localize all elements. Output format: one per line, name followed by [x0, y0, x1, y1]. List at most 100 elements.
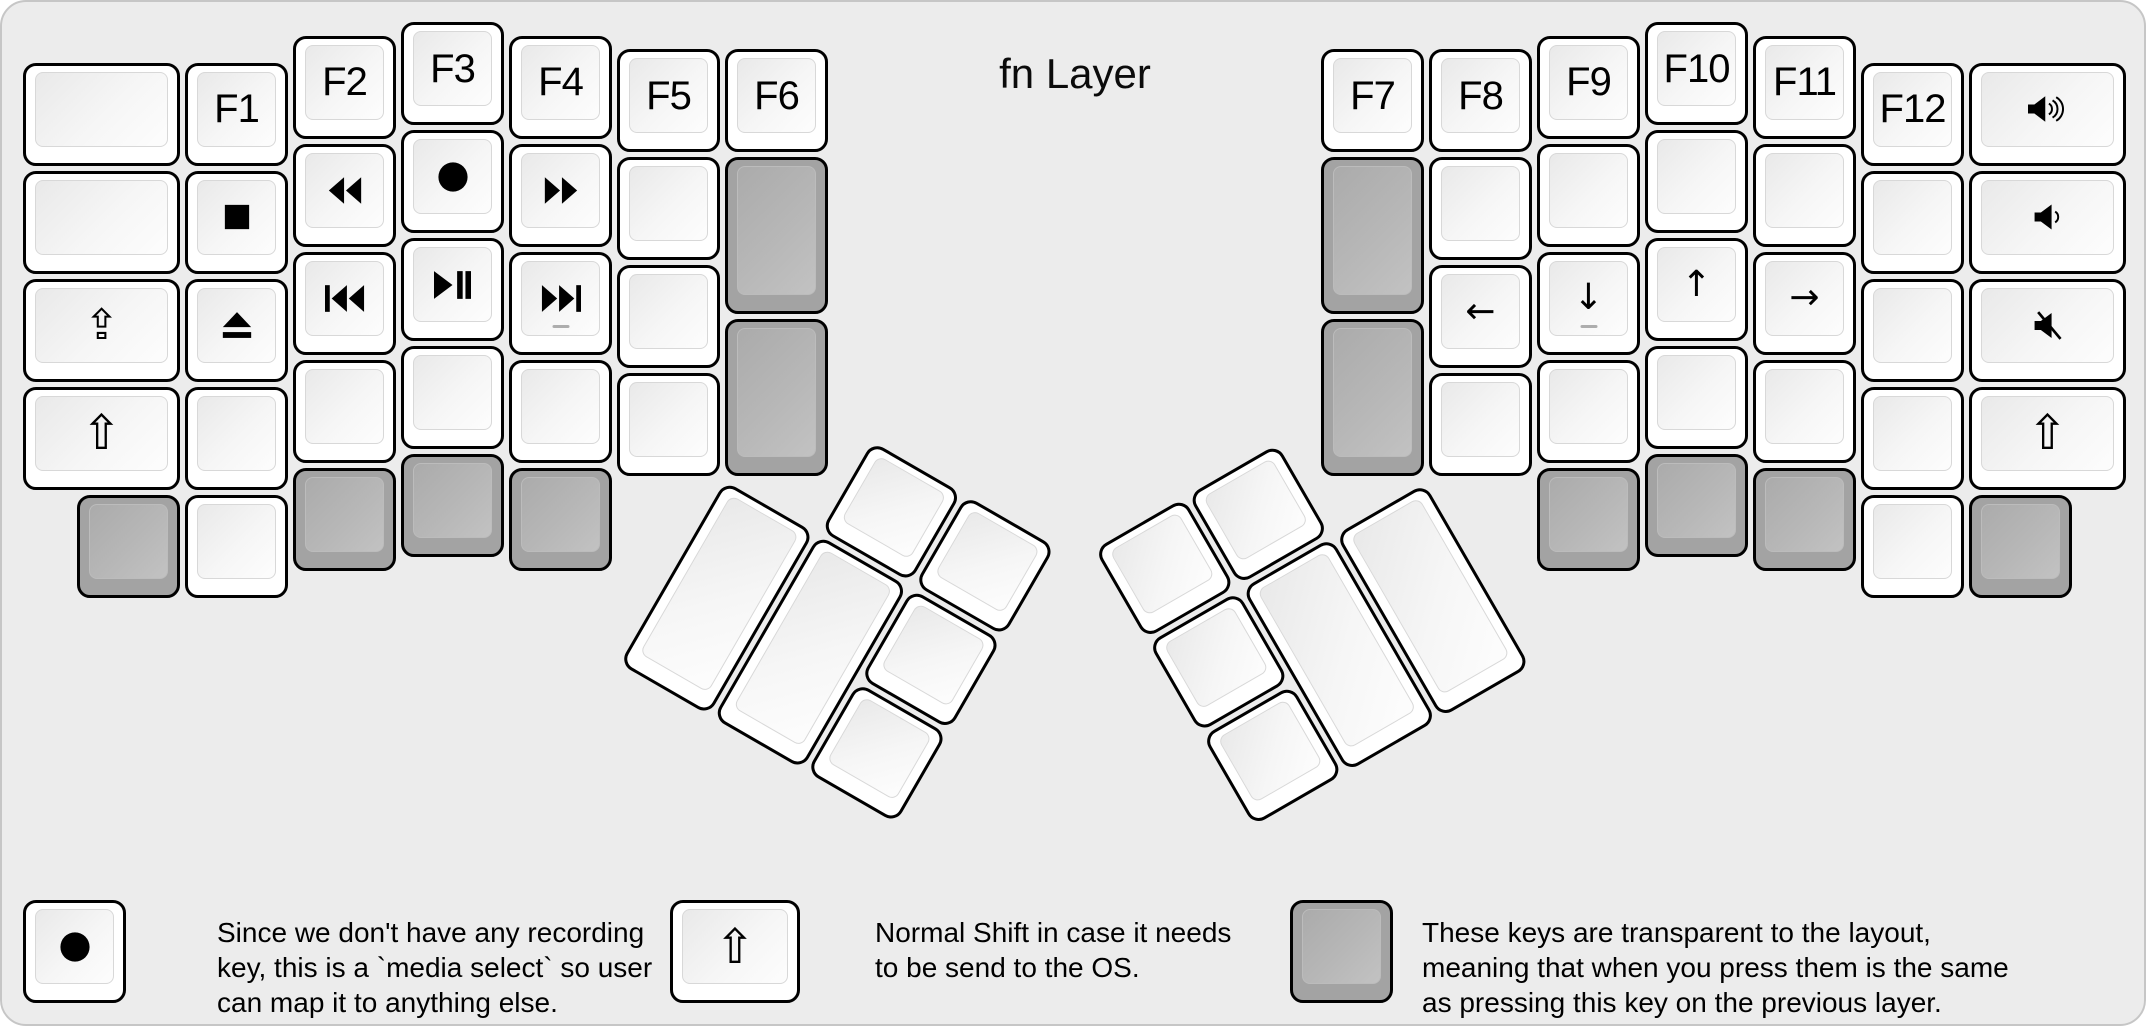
key-transparent[interactable] [1645, 454, 1748, 557]
key-blank[interactable] [1537, 359, 1640, 463]
key-record-example[interactable] [23, 900, 126, 1003]
key-transparent[interactable] [725, 157, 828, 314]
keycap-surface [840, 455, 947, 560]
keycap-surface: F11 [1765, 44, 1844, 120]
keycap-surface [413, 463, 492, 538]
key-stop[interactable] [185, 170, 288, 274]
key-label-arrow-up: ↑ [1681, 263, 1712, 305]
key-f6[interactable]: F6 [725, 49, 828, 152]
key-label-caps-lock: ⇪ [83, 300, 120, 349]
key-f1[interactable]: F1 [185, 62, 288, 166]
keycap-surface [826, 696, 933, 801]
keycap-surface [305, 476, 384, 552]
key-transparent[interactable] [1321, 319, 1424, 476]
key-blank[interactable] [185, 494, 288, 598]
keycap-surface: F8 [1441, 58, 1520, 133]
key-f10[interactable]: F10 [1645, 22, 1748, 125]
key-blank[interactable] [1753, 359, 1856, 463]
key-eject[interactable] [185, 278, 288, 382]
key-f3[interactable]: F3 [401, 22, 504, 125]
key-label-f8: F8 [1458, 73, 1504, 118]
key-blank[interactable] [1861, 494, 1964, 598]
key-blank[interactable] [1429, 373, 1532, 476]
key-blank[interactable] [401, 346, 504, 449]
key-volume-down[interactable] [1969, 170, 2126, 274]
key-blank[interactable] [293, 359, 396, 463]
key-shift[interactable]: ⇧ [23, 386, 180, 490]
key-blank[interactable] [1537, 143, 1640, 247]
key-label-f2: F2 [322, 60, 368, 104]
keycap-surface [1302, 909, 1381, 984]
keycap-surface [89, 503, 168, 579]
key-transparent[interactable] [401, 454, 504, 557]
key-transparent[interactable] [1537, 467, 1640, 571]
key-f11[interactable]: F11 [1753, 35, 1856, 139]
keycap-surface [1657, 139, 1736, 214]
key-transparent[interactable] [1321, 157, 1424, 314]
keycap-surface [35, 909, 114, 984]
key-f4[interactable]: F4 [509, 35, 612, 139]
key-transparent[interactable] [293, 467, 396, 571]
key-label-arrow-right: → [1789, 277, 1820, 318]
key-arrow-left[interactable]: ← [1429, 265, 1532, 368]
key-label-shift: ⇧ [81, 405, 122, 461]
key-f7[interactable]: F7 [1321, 49, 1424, 152]
key-f2[interactable]: F2 [293, 35, 396, 139]
key-mute[interactable] [1969, 278, 2126, 382]
key-transparent[interactable] [1969, 494, 2072, 598]
key-play-pause[interactable] [401, 238, 504, 341]
key-transparent[interactable] [509, 467, 612, 571]
key-label-f9: F9 [1566, 60, 1612, 104]
legend-line: as pressing this key on the previous lay… [1422, 987, 1942, 1018]
rewind-icon [326, 176, 364, 204]
key-transparent-example[interactable] [1290, 900, 1393, 1003]
key-blank[interactable] [509, 359, 612, 463]
key-shift[interactable]: ⇧ [1969, 386, 2126, 490]
keycap-surface [1549, 152, 1628, 228]
keycap-surface [197, 503, 276, 579]
keycap-surface [305, 368, 384, 444]
keycap-surface: ⇧ [682, 909, 788, 984]
key-blank[interactable] [1861, 278, 1964, 382]
key-volume-up[interactable] [1969, 62, 2126, 166]
key-fast-forward[interactable] [509, 143, 612, 247]
key-blank[interactable] [617, 157, 720, 260]
key-blank[interactable] [617, 265, 720, 368]
key-f12[interactable]: F12 [1861, 62, 1964, 166]
key-blank[interactable] [185, 386, 288, 490]
key-shift-example[interactable]: ⇧ [670, 900, 800, 1003]
key-f9[interactable]: F9 [1537, 35, 1640, 139]
keycap-surface [521, 368, 600, 444]
key-transparent[interactable] [77, 494, 180, 598]
key-transparent[interactable] [725, 319, 828, 476]
key-rewind[interactable] [293, 143, 396, 247]
keycap-surface [934, 509, 1041, 614]
key-blank[interactable] [1861, 170, 1964, 274]
key-arrow-right[interactable]: → [1753, 251, 1856, 355]
keycap-surface [1873, 395, 1952, 471]
key-blank[interactable] [23, 170, 180, 274]
key-blank[interactable] [1645, 130, 1748, 233]
key-transparent[interactable] [1753, 467, 1856, 571]
keycap-surface [413, 139, 492, 214]
key-f5[interactable]: F5 [617, 49, 720, 152]
key-record[interactable] [401, 130, 504, 233]
key-blank[interactable] [1429, 157, 1532, 260]
key-blank[interactable] [23, 62, 180, 166]
key-blank[interactable] [617, 373, 720, 476]
key-arrow-down[interactable]: ↓ [1537, 251, 1640, 355]
volume-down-icon [2031, 202, 2065, 232]
key-blank[interactable] [1645, 346, 1748, 449]
key-blank[interactable] [1753, 143, 1856, 247]
key-caps-lock[interactable]: ⇪ [23, 278, 180, 382]
key-prev-track[interactable] [293, 251, 396, 355]
keycap-surface [521, 476, 600, 552]
key-blank[interactable] [1861, 386, 1964, 490]
keycap-surface [629, 382, 708, 457]
key-next-track[interactable] [509, 251, 612, 355]
key-arrow-up[interactable]: ↑ [1645, 238, 1748, 341]
key-f8[interactable]: F8 [1429, 49, 1532, 152]
keycap-surface [1765, 368, 1844, 444]
keycap-surface: → [1765, 260, 1844, 336]
